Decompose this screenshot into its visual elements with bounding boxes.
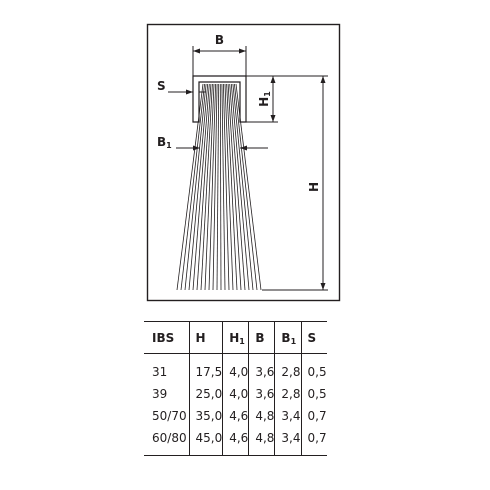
dimension-h (246, 75, 328, 291)
table-cell: 45,0 (188, 427, 223, 456)
bristle-line (227, 83, 242, 291)
label-h: H (307, 182, 321, 192)
table-header-cell: S (300, 321, 327, 354)
table-cell: 39 (152, 387, 168, 401)
bristle-line (230, 83, 250, 291)
header-label: B (281, 330, 291, 345)
bristle-line (226, 83, 238, 291)
bristle-line (235, 83, 262, 291)
bristle-line (192, 83, 210, 291)
table-cell: 3,6 (248, 383, 275, 405)
drawing-frame (146, 23, 341, 302)
bristle-line (188, 83, 209, 291)
brush-bristles (176, 83, 262, 291)
table-cell: 2,8 (274, 353, 301, 383)
bristle-line (176, 83, 204, 291)
channel-holder (192, 75, 247, 123)
label-b: B (215, 33, 224, 47)
label-s: S (157, 79, 166, 93)
bristle-line (212, 83, 218, 291)
table-header-cell: B (248, 321, 275, 354)
bristle-line (184, 83, 207, 291)
header-label: IBS (152, 330, 175, 345)
table-header-cell: H1 (222, 321, 249, 354)
table-cell: 0,7 (300, 405, 327, 427)
dimension-b1 (176, 145, 268, 151)
table-header-cell: B1 (274, 321, 301, 354)
header-label: B (255, 330, 265, 345)
table-cell: 60/80 (144, 427, 189, 456)
table-cell: 35,0 (188, 405, 223, 427)
table-header-cell: H (188, 321, 223, 354)
bristle-line (232, 83, 254, 291)
table-cell: 0,5 (300, 353, 327, 383)
table-cell: 3,4 (274, 427, 301, 456)
bristle-line (223, 83, 230, 291)
table-cell: 0,5 (300, 383, 327, 405)
dimension-b (192, 46, 247, 76)
table-header-cell: IBS (144, 321, 189, 354)
header-label: H (195, 330, 206, 345)
bristle-line (216, 83, 220, 291)
bristle-line (204, 83, 215, 291)
bristle-line (219, 83, 222, 291)
table-cell: 3,4 (274, 405, 301, 427)
header-label: H (229, 330, 240, 345)
bristle-line (221, 83, 226, 291)
bristle-line (200, 83, 213, 291)
table-cell: 4,8 (248, 405, 275, 427)
bristle-line (196, 83, 212, 291)
bristle-line (229, 83, 246, 291)
table-cell: 4,6 (222, 427, 249, 456)
label-h1: H1 (257, 91, 272, 107)
header-label: S (307, 330, 317, 345)
label-b1: B1 (157, 135, 172, 150)
bristle-line (224, 83, 234, 291)
table-cell: 31 (152, 365, 168, 379)
bristle-line (180, 83, 205, 291)
header-subscript: 1 (239, 336, 245, 346)
table-cell: 4,0 (222, 383, 249, 405)
table-cell: 4,0 (222, 353, 249, 383)
table-cell: 50/70 (152, 409, 187, 423)
header-subscript: 1 (290, 336, 297, 346)
table-cell: 3,6 (248, 353, 275, 383)
dimension-s (168, 89, 206, 95)
table-cell: 4,8 (248, 427, 275, 456)
bristle-line (208, 83, 216, 291)
table-cell: 17,5 (188, 353, 223, 383)
table-cell: 25,0 (188, 383, 223, 405)
table-cell: 2,8 (274, 383, 301, 405)
bristle-line (234, 83, 258, 291)
table-cell: 0,7 (300, 427, 327, 456)
table-cell: 4,6 (222, 405, 249, 427)
